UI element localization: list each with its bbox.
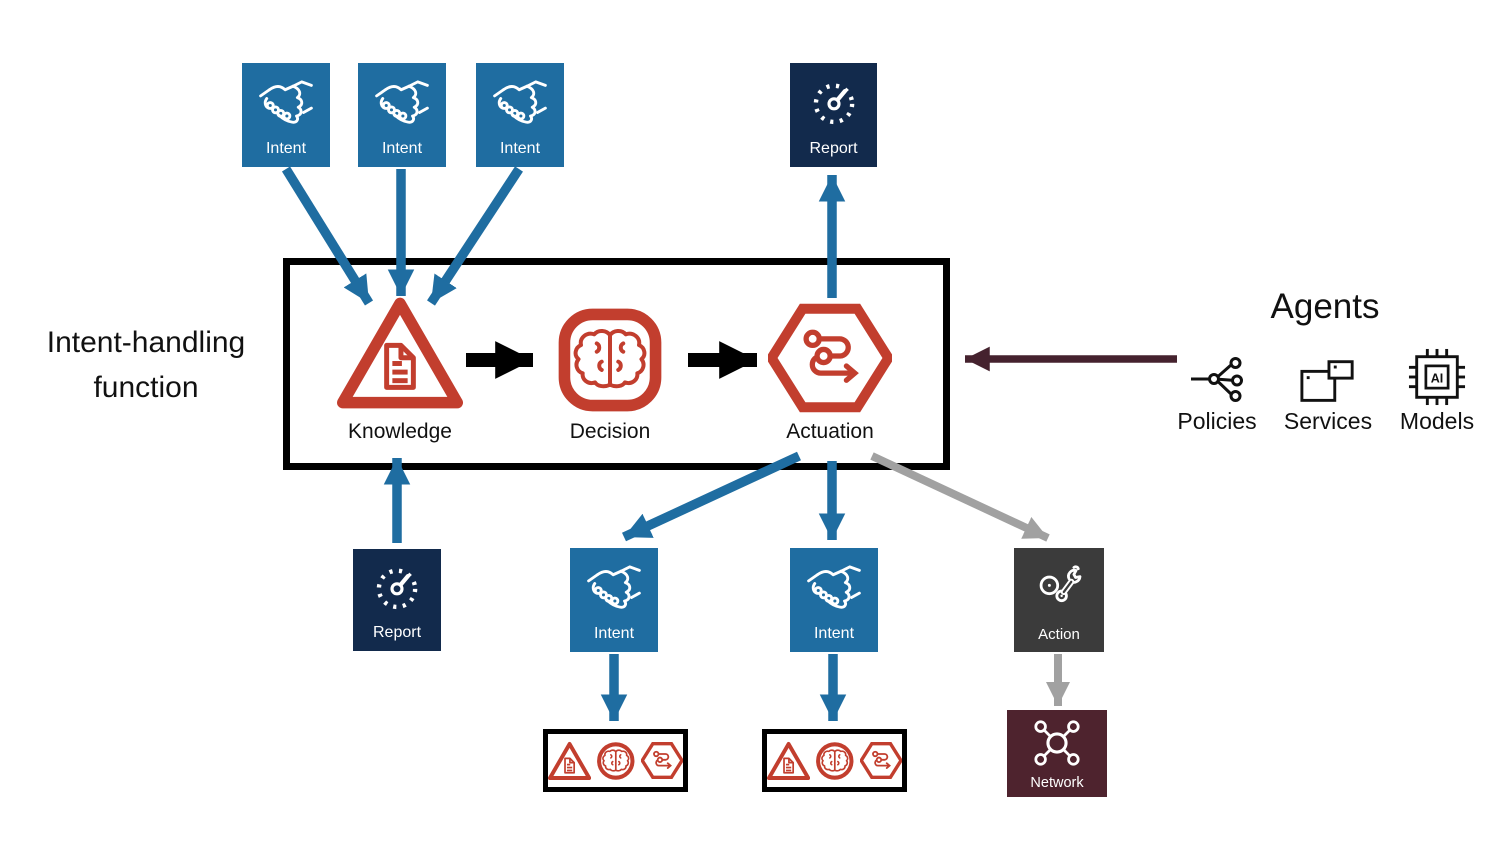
intent-chip-label: Intent (813, 625, 855, 642)
agent-services: Services (1282, 338, 1374, 434)
intent-chip-bottom-1: Intent (570, 548, 658, 652)
actuation-icon (768, 303, 892, 413)
agent-policies: Policies (1171, 338, 1263, 434)
intent-chip-label: Intent (381, 140, 423, 157)
mini-actuation-icon (641, 740, 683, 781)
report-chip-bottom: Report (353, 549, 441, 651)
action-chip-label: Action (1038, 626, 1080, 643)
function-caption: Intent-handling function (15, 320, 277, 410)
policies-icon (1189, 352, 1245, 406)
network-chip: Network (1007, 710, 1107, 797)
mini-pipeline-box-2 (762, 729, 907, 792)
agents-title: Agents (1270, 287, 1380, 326)
decision-label: Decision (569, 420, 651, 443)
mini-actuation-icon (860, 740, 902, 781)
report-chip-top: Report (790, 63, 877, 167)
intent-chip-top-2: Intent (358, 63, 446, 167)
gauge-icon (805, 73, 863, 131)
robot-arm-icon (1031, 560, 1087, 616)
decision-icon (557, 307, 663, 413)
mini-decision-icon (815, 739, 855, 783)
mini-pipeline-box-1 (543, 729, 688, 792)
agent-models-label: Models (1399, 407, 1475, 434)
mini-knowledge-icon (548, 740, 591, 782)
intent-chip-top-3: Intent (476, 63, 564, 167)
intent-chip-label: Intent (499, 140, 541, 157)
handshake-icon (258, 74, 314, 130)
gauge-icon (368, 558, 426, 616)
handshake-icon (586, 559, 642, 615)
actuation-label: Actuation (786, 420, 874, 443)
handshake-icon (492, 74, 548, 130)
mini-knowledge-icon (767, 740, 810, 782)
report-chip-label: Report (809, 140, 858, 157)
knowledge-icon (337, 297, 463, 409)
services-icon (1299, 358, 1357, 406)
agent-models: Models (1391, 338, 1483, 434)
models-icon (1408, 348, 1466, 406)
network-chip-label: Network (1030, 774, 1084, 791)
network-icon (1029, 718, 1085, 768)
agent-services-label: Services (1283, 407, 1373, 434)
intent-chip-bottom-2: Intent (790, 548, 878, 652)
intent-chip-label: Intent (265, 140, 307, 157)
function-caption-line1: Intent-handling (46, 326, 246, 359)
handshake-icon (806, 559, 862, 615)
intent-chip-top-1: Intent (242, 63, 330, 167)
knowledge-label: Knowledge (348, 420, 452, 443)
mini-decision-icon (596, 739, 636, 783)
function-caption-line2: function (93, 371, 199, 404)
handshake-icon (374, 74, 430, 130)
action-chip: Action (1014, 548, 1104, 652)
agent-policies-label: Policies (1177, 407, 1257, 434)
intent-chip-label: Intent (593, 625, 635, 642)
report-chip-label: Report (372, 624, 422, 641)
